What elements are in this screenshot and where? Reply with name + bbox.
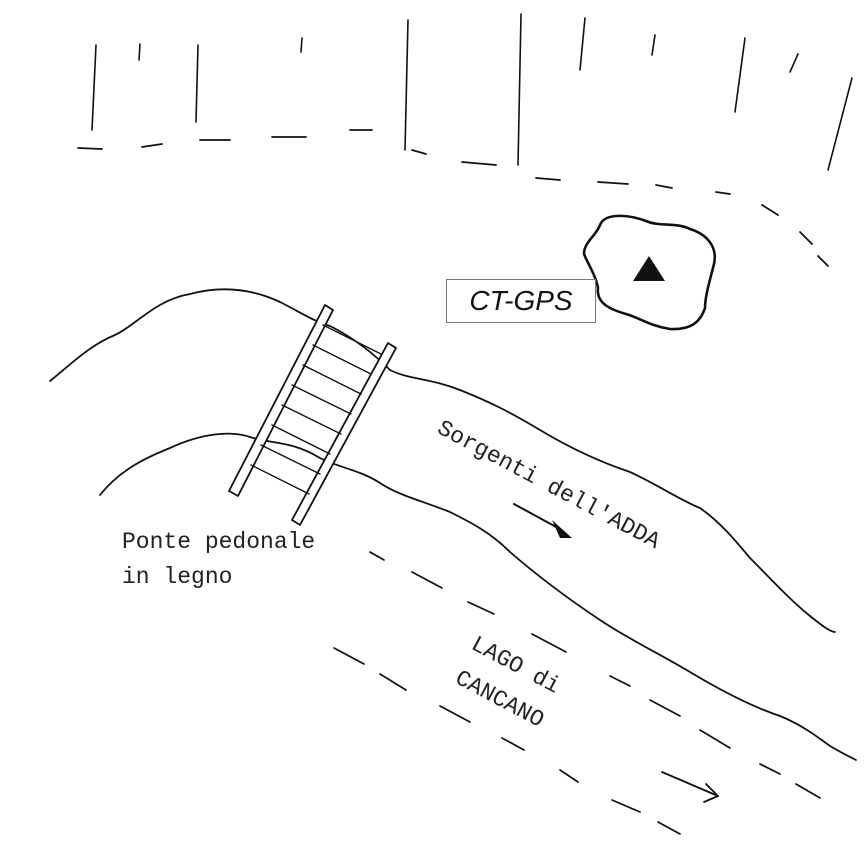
river-upper-bank (49, 288, 836, 633)
footbridge (228, 304, 397, 526)
river-lower-bank (99, 432, 857, 761)
footbridge-planks (250, 324, 382, 495)
lake-arrow-icon (661, 771, 719, 803)
bridge-label-line1: Ponte pedonale (122, 529, 315, 555)
flow-arrow-icon (513, 503, 572, 538)
footbridge-rail-left (228, 304, 334, 497)
river-label: Sorgenti dell'ADDA (433, 415, 665, 555)
footbridge-rail-right (291, 342, 397, 526)
station-triangle-icon (633, 256, 665, 281)
bridge-label-line2: in legno (122, 564, 232, 590)
station-area-outline (582, 214, 717, 331)
station-label: CT-GPS (446, 279, 596, 323)
upper-vertical-strokes (91, 13, 853, 171)
lake-dashed-lines (333, 551, 821, 835)
track-dashed-path (77, 129, 829, 267)
